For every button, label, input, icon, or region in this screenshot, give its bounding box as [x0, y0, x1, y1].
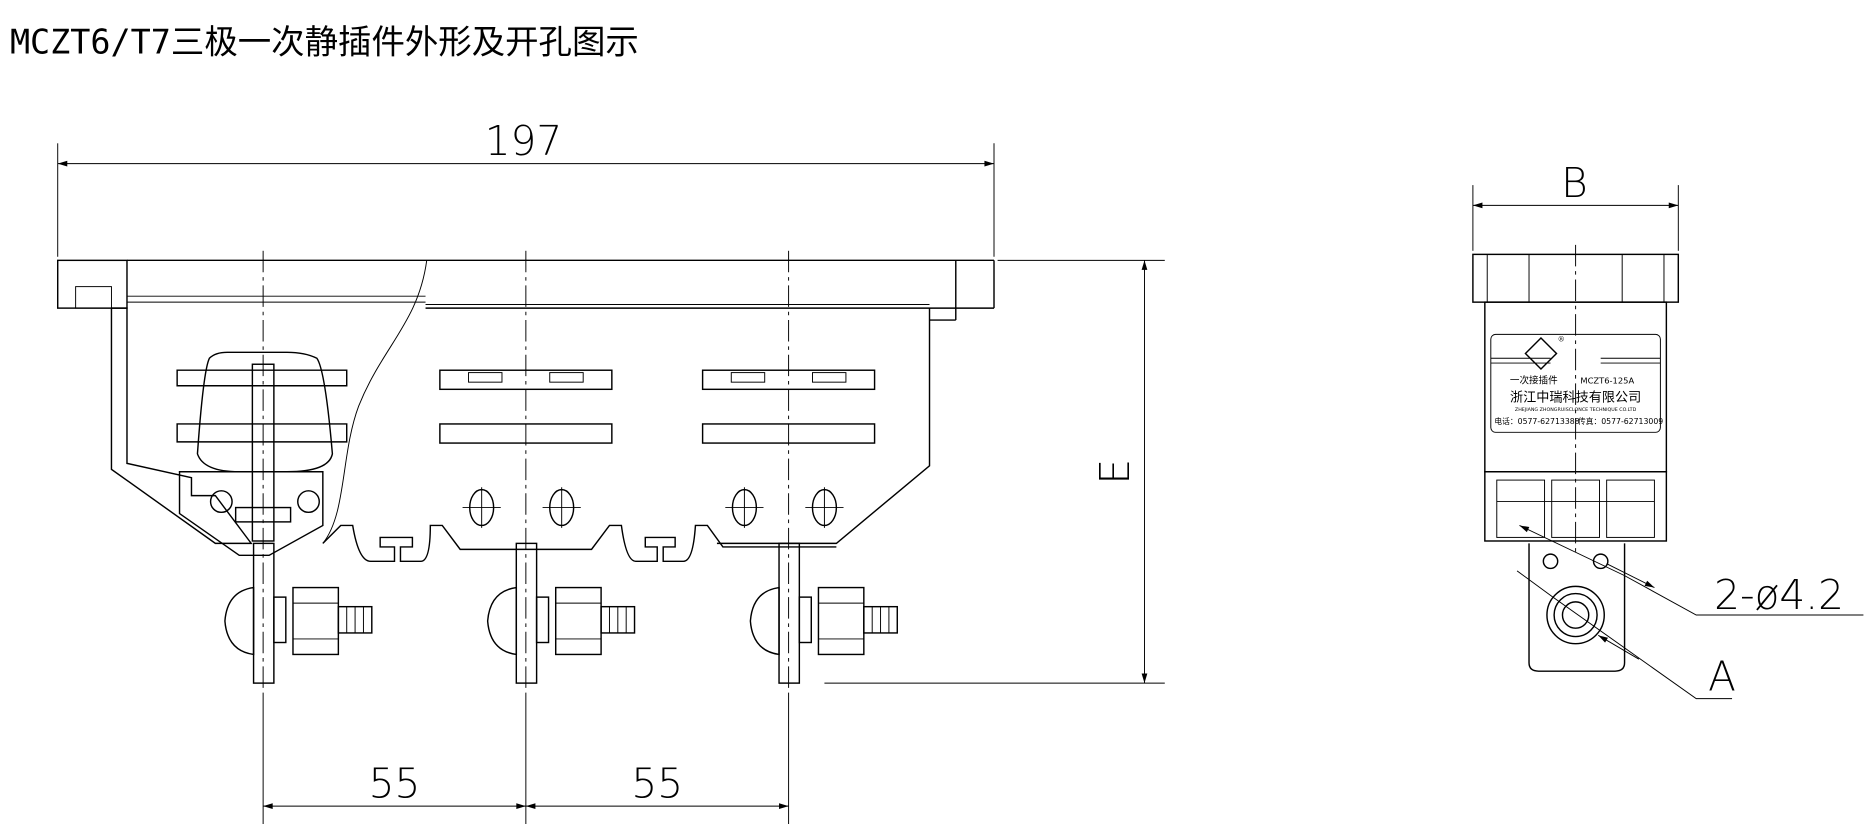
hole-spec-label: 2-ø4.2: [1714, 571, 1844, 619]
stud-size-label: A: [1708, 652, 1736, 700]
height-dimension: E: [1091, 459, 1139, 485]
pitch-dimension-left: 55: [369, 760, 421, 808]
front-view: 197: [56, 117, 1165, 825]
svg-text:一次接插件: 一次接插件: [1510, 374, 1558, 386]
terminal-studs: [224, 542, 898, 684]
svg-text:电话：0577-62713388: 电话：0577-62713388: [1494, 416, 1579, 426]
pitch-dimension-right: 55: [631, 760, 683, 808]
side-view: B ® 一次接插件 MCZT6-125A 浙江中瑞科技有限公司 ZHEJIANG…: [1472, 159, 1864, 700]
svg-text:传真：0577-62713009: 传真：0577-62713009: [1578, 416, 1663, 426]
svg-text:ZHEJIANG ZHONGRUISCLONCE TECHN: ZHEJIANG ZHONGRUISCLONCE TECHNIQUE CO.LT…: [1515, 407, 1637, 413]
company-logo-icon: [1524, 336, 1558, 371]
svg-text:MCZT6-125A: MCZT6-125A: [1580, 375, 1634, 385]
mounting-holes: [462, 487, 844, 528]
width-b-dimension: B: [1561, 159, 1588, 207]
nameplate: ® 一次接插件 MCZT6-125A 浙江中瑞科技有限公司 ZHEJIANG Z…: [1490, 333, 1663, 433]
contact-slots: [439, 369, 876, 444]
drawing-title: MCZT6/T7三极一次静插件外形及开孔图示: [10, 23, 639, 62]
svg-text:浙江中瑞科技有限公司: 浙江中瑞科技有限公司: [1510, 389, 1641, 405]
svg-text:®: ®: [1558, 335, 1565, 344]
overall-width-dimension: 197: [485, 117, 562, 165]
